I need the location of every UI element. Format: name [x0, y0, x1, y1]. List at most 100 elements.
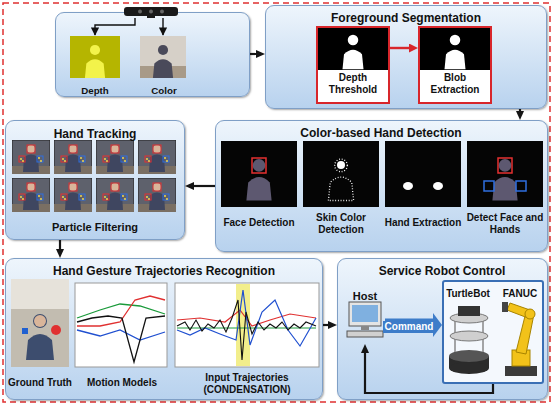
- fanuc-robot: [502, 302, 537, 376]
- caption: Particle Filtering: [52, 221, 138, 234]
- skin-detection-image-part: [303, 141, 379, 207]
- tracking-frames-part: [96, 178, 134, 212]
- color-image: [140, 36, 186, 78]
- tracking-frames-part: [54, 140, 92, 174]
- flow-arrow: [390, 47, 409, 49]
- turtlebot-robot-part: [449, 362, 489, 374]
- caption: Face Detection: [223, 217, 294, 229]
- turtlebot-robot-part: [458, 306, 480, 316]
- kinect-sensor-part: [95, 18, 135, 35]
- heading: Foreground Segmentation: [331, 12, 481, 26]
- caption: Input Trajectories (CONDENSATION): [177, 372, 317, 395]
- face-hands-image-part: [484, 181, 494, 191]
- blob-image-part: [445, 35, 466, 70]
- ground-truth-image-part: [26, 314, 54, 360]
- text-slot: Motion Models: [74, 372, 170, 390]
- computer-icon-part: [347, 331, 383, 337]
- text-slot: Host: [345, 286, 385, 304]
- text-slot: Depth Threshold: [318, 72, 388, 97]
- kinect-sensor-part: [149, 10, 153, 14]
- hand-extraction-image: [385, 141, 461, 207]
- face-detection-image-part: [221, 141, 297, 207]
- text-slot: Foreground Segmentation: [271, 8, 541, 26]
- blob-image: [420, 28, 490, 70]
- depth-image: [70, 36, 120, 78]
- input-trajectories-plot: [175, 283, 319, 367]
- caption: Motion Models: [87, 377, 157, 389]
- input-trajectories-plot-part: [177, 290, 316, 346]
- face-detection-image-part: [252, 158, 266, 173]
- caption: Ground Truth: [8, 377, 72, 389]
- flow-arrow: [194, 185, 215, 187]
- caption: Depth: [81, 85, 109, 96]
- caption: TurtleBot: [446, 288, 490, 300]
- heading: Hand Gesture Trajectories Recognition: [53, 265, 275, 279]
- flow-arrow: [519, 109, 521, 111]
- hand-extraction-image-part: [385, 141, 461, 207]
- heading: Service Robot Control: [379, 265, 506, 279]
- text-slot: TurtleBot: [440, 283, 496, 301]
- ground-truth-image: [11, 279, 69, 367]
- face-hands-image-part: [492, 159, 517, 200]
- tracking-frames-part: [138, 140, 176, 174]
- text-slot: Hand Extraction: [383, 212, 463, 230]
- heading: Color-based Hand Detection: [300, 127, 461, 141]
- hand-extraction-image-part: [403, 182, 413, 190]
- tracking-frames-part: [54, 178, 92, 212]
- kinect-sensor-part: [124, 7, 178, 16]
- text-slot: FANUC: [498, 283, 542, 301]
- text-slot: Color: [134, 80, 194, 98]
- kinect-sensor-part: [147, 16, 155, 18]
- text-slot: Face Detection: [219, 212, 299, 230]
- text-slot: Hand Tracking: [10, 124, 180, 142]
- color-image-part: [153, 45, 173, 78]
- text-slot: Color-based Hand Detection: [221, 123, 541, 141]
- text-slot: Service Robot Control: [342, 261, 542, 279]
- fanuc-robot-part: [505, 366, 537, 376]
- motion-models-plot: [75, 283, 167, 367]
- computer-icon-part: [361, 326, 369, 330]
- ground-truth-image-part: [11, 279, 69, 367]
- blob-image-part: [420, 28, 490, 70]
- kinect-sensor-part: [138, 10, 142, 14]
- caption: Depth Threshold: [318, 72, 388, 95]
- motion-models-plot-part: [77, 296, 165, 326]
- kinect-sensor: [95, 7, 178, 35]
- text-slot: Detect Face and Hands: [465, 212, 545, 237]
- kinect-sensor-part: [160, 10, 164, 14]
- ground-truth-image-part: [51, 325, 61, 335]
- flow-arrow: [323, 324, 328, 326]
- kinect-sensor-part: [162, 18, 163, 35]
- skin-detection-image-part: [328, 159, 353, 200]
- computer-icon: [347, 302, 383, 337]
- motion-models-plot-part: [77, 330, 165, 340]
- tracking-frames-part: [12, 140, 50, 174]
- depth-image-part: [85, 45, 105, 78]
- tracking-frames: [12, 140, 176, 212]
- caption: Blob Extraction: [420, 72, 490, 95]
- hand-extraction-image-part: [433, 182, 443, 190]
- skin-detection-image: [303, 141, 379, 207]
- face-hands-image: [467, 141, 543, 207]
- computer-icon-part: [352, 305, 378, 322]
- face-hands-image-part: [516, 181, 526, 191]
- tracking-frames-part: [12, 178, 50, 212]
- caption: Skin Color Detection: [301, 212, 381, 235]
- motion-models-plot-part: [77, 316, 165, 362]
- depth-image-part: [70, 36, 120, 78]
- fanuc-robot-part: [525, 309, 535, 319]
- heading: Hand Tracking: [54, 128, 137, 142]
- flow-arrow: [365, 353, 493, 393]
- text-slot: Ground Truth: [7, 372, 73, 390]
- caption: FANUC: [503, 288, 537, 300]
- motion-models-plot-part: [75, 283, 167, 367]
- flow-arrow: [250, 53, 256, 55]
- text-slot: Skin Color Detection: [301, 212, 381, 237]
- turtlebot-robot-part: [450, 331, 488, 341]
- input-trajectories-plot-part: [177, 300, 316, 360]
- motion-models-plot-part: [77, 304, 165, 318]
- text-slot: Hand Gesture Trajectories Recognition: [14, 261, 314, 279]
- color-image-part: [140, 36, 186, 78]
